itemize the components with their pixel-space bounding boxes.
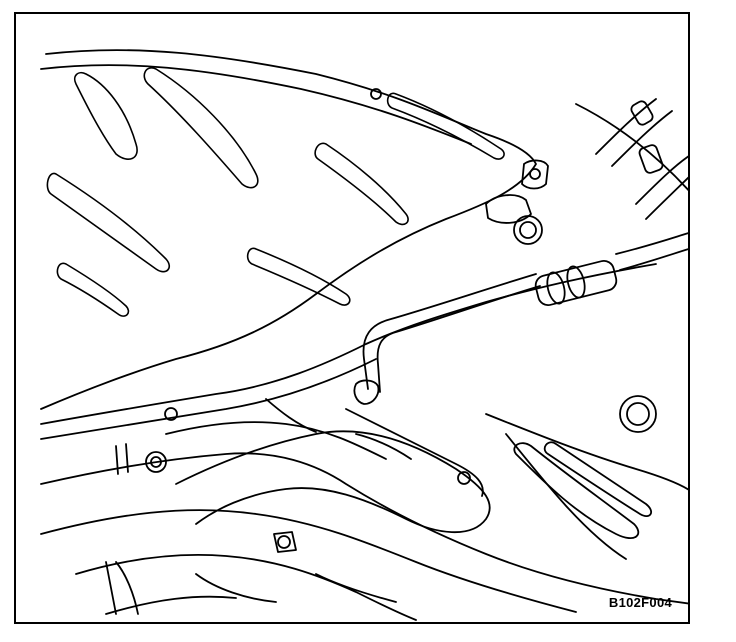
rear-panel <box>575 103 688 192</box>
plug-hole <box>619 395 657 433</box>
floor-ribs <box>46 67 505 317</box>
pipe-elbow <box>485 194 532 224</box>
bolt <box>164 407 178 421</box>
bolt <box>277 535 291 549</box>
illustration-frame: B102F004 <box>14 12 690 624</box>
figure-code: B102F004 <box>608 595 672 610</box>
fuel-lines <box>362 98 688 393</box>
floor-panel-edge <box>40 49 537 410</box>
tunnel-edge <box>40 263 657 425</box>
crossmember <box>175 430 491 534</box>
clamp <box>638 144 664 174</box>
grommet <box>513 215 543 245</box>
drain-plug <box>370 88 382 100</box>
bolt <box>457 471 471 485</box>
underbody-line-drawing <box>40 49 688 621</box>
hose-sleeve <box>534 259 618 307</box>
bolt <box>145 451 167 473</box>
bolt-bracket <box>521 159 549 190</box>
fasteners <box>115 159 549 553</box>
lower-frame <box>40 452 688 605</box>
